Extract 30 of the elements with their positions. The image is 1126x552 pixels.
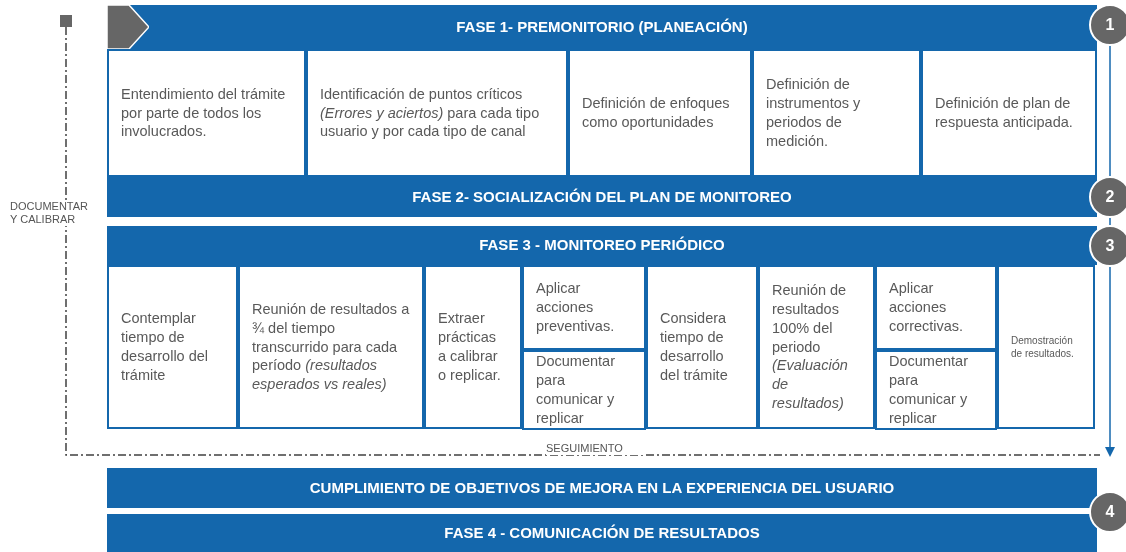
dash-dot-line <box>65 26 1101 456</box>
step-cell: Extraer prácticas a calibrar o replicar. <box>424 265 522 429</box>
step-cell: Definición de instrumentos y periodos de medición. <box>752 49 921 177</box>
step-cell: Aplicar acciones correctivas. <box>875 265 997 350</box>
phase-banner <box>107 468 1097 508</box>
step-cell: Aplicar acciones preventivas. <box>522 265 646 350</box>
phase-banner <box>107 514 1097 552</box>
phase-title: FASE 1- PREMONITORIO (PLANEACIÓN) <box>456 16 748 37</box>
step-cell: Definición de plan de respuesta anticipada. <box>921 49 1097 177</box>
step-cell: Documentar para comunicar y replicar <box>522 350 646 430</box>
step-cell: Documentar para comunicar y replicar <box>875 350 997 430</box>
step-cell: Demostración de resultados. <box>997 265 1095 429</box>
start-marker <box>60 15 72 27</box>
phase-title: FASE 3 - MONITOREO PERIÓDICO <box>479 235 725 256</box>
phase-banner <box>107 5 1097 49</box>
step-cell: Contemplar tiempo de desarrollo del trámite <box>107 265 238 429</box>
arrow <box>1105 266 1115 457</box>
loop-label: DOCUMENTAR Y CALIBRAR <box>10 200 90 227</box>
phase-banner <box>107 226 1097 265</box>
step-cell: Reunión de resultados a ¾ del tiempo transcurrido para cada período (resultados esperados vs reales) <box>238 265 424 429</box>
phase-title: CUMPLIMIENTO DE OBJETIVOS DE MEJORA EN LA EXPERIENCIA DEL USUARIO <box>309 477 895 498</box>
step-cell: Definición de enfoques como oportunidades <box>568 49 752 177</box>
phase-banner <box>107 177 1097 217</box>
step-cell: Considera tiempo de desarrollo del trámite <box>646 265 758 429</box>
step-cell: Identificación de puntos críticos (Errores y aciertos) para cada tipo usuario y por cada tipo de canal <box>306 49 568 177</box>
phase-title: FASE 2- SOCIALIZACIÓN DEL PLAN DE MONITOREO <box>412 186 792 207</box>
step-cell: Entendimiento del trámite por parte de todos los involucrados. <box>107 49 306 177</box>
step-cell: Reunión de resultados 100% del periodo (Evaluación de resultados) <box>758 265 875 429</box>
phase-title: FASE 4 - COMUNICACIÓN DE RESULTADOS <box>444 522 760 543</box>
loop-label: SEGUIMIENTO <box>546 442 646 456</box>
